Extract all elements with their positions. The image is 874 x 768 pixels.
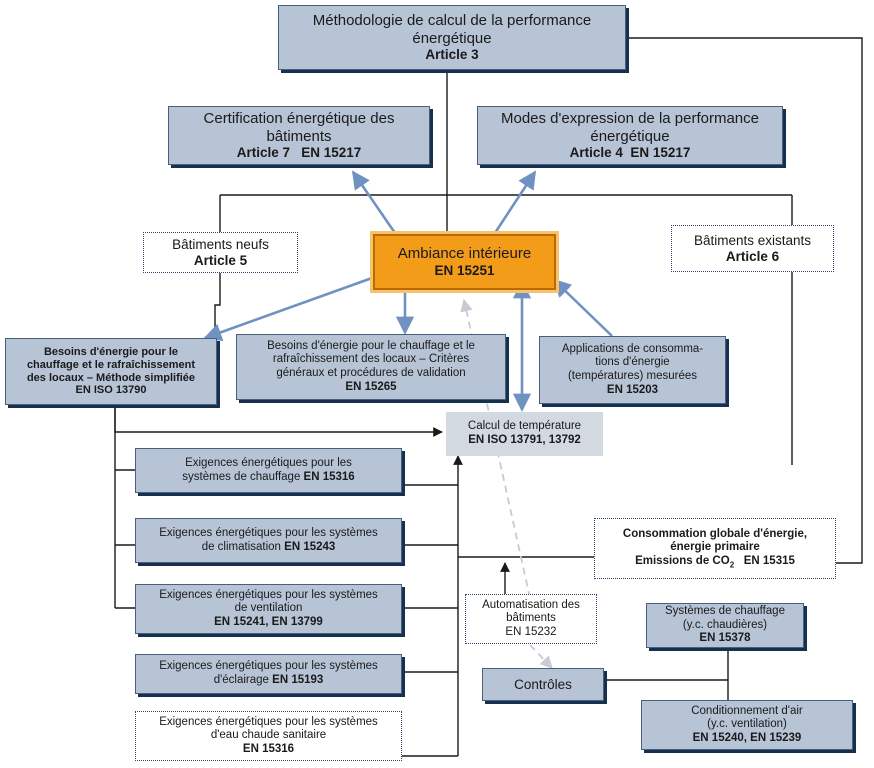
calcul-line1: Calcul de température xyxy=(467,420,582,433)
climatisation-line2: de climatisation xyxy=(201,540,281,553)
applications-ref: EN 15203 xyxy=(606,383,659,396)
ventilation-line2: de ventilation xyxy=(234,602,303,615)
line-article3-to-consommation xyxy=(625,37,863,564)
consommation-ref: EN 15315 xyxy=(743,554,795,567)
methodologie-ref: Article 3 xyxy=(425,47,479,63)
box-certification: Certification énergétique des bâtiments … xyxy=(168,106,430,165)
conditionnement-line1: Conditionnement d'air xyxy=(691,704,803,717)
applications-line1: Applications de consomma- xyxy=(561,342,704,355)
methodologie-line2: énergétique xyxy=(412,29,492,47)
arrow-ambiance-to-certification xyxy=(351,170,397,234)
climatisation-line2-wrap: de climatisation EN 15243 xyxy=(202,541,336,555)
box-controles: Contrôles xyxy=(482,668,604,701)
besoins-simplifie-ref: EN ISO 13790 xyxy=(75,384,147,397)
arrow-ambiance-to-besoins-simplifie xyxy=(203,276,373,342)
dark-arrows xyxy=(114,405,510,598)
consommation-line3-wrap: Emissions de CO2 EN 15315 xyxy=(635,555,795,570)
line-neufs-to-besoins xyxy=(214,273,221,338)
eau-chaude-line1: Exigences énergétiques pour les systèmes xyxy=(159,715,378,728)
box-exigences-ventilation: Exigences énergétiques pour les systèmes… xyxy=(135,584,402,634)
dashed-arrow-to-controles xyxy=(529,644,553,669)
modes-line2: énergétique xyxy=(590,127,670,145)
automatisation-ref: EN 15232 xyxy=(505,625,557,638)
eclairage-line2-wrap: d'éclairage EN 15193 xyxy=(214,674,324,688)
consommation-line2: énergie primaire xyxy=(670,541,760,554)
box-applications: Applications de consomma- tions d'énergi… xyxy=(539,336,726,404)
consommation-co2-sub: 2 xyxy=(729,559,735,569)
besoins-simplifie-line3: des locaux – Méthode simplifiée xyxy=(26,371,196,384)
climatisation-line1: Exigences énergétiques pour les systèmes xyxy=(159,526,378,539)
neufs-line1: Bâtiments neufs xyxy=(172,236,269,252)
arrow-besoins-to-calcul xyxy=(114,405,443,437)
blue-arrows xyxy=(203,170,613,412)
automatisation-line2: bâtiments xyxy=(506,612,556,625)
consommation-line3: Emissions de CO xyxy=(635,554,730,567)
certification-line1: Certification énergétique des xyxy=(203,109,395,127)
systemes-chauffage-line1: Systèmes de chauffage xyxy=(665,605,785,618)
conditionnement-line2: (y.c. ventilation) xyxy=(707,718,787,731)
box-calcul-temperature: Calcul de température EN ISO 13791, 1379… xyxy=(446,412,603,456)
automatisation-line1: Automatisation des xyxy=(482,598,580,611)
box-batiments-existants: Bâtiments existants Article 6 xyxy=(671,225,834,272)
chauffage-ref: EN 15316 xyxy=(303,470,355,483)
systemes-chauffage-line2: (y.c. chaudières) xyxy=(682,618,768,631)
consommation-line1: Consommation globale d'énergie, xyxy=(622,527,808,540)
besoins-criteres-line2: rafraîchissement des locaux – Critères xyxy=(272,353,470,366)
box-exigences-climatisation: Exigences énergétiques pour les systèmes… xyxy=(135,518,402,563)
box-systemes-chauffage: Systèmes de chauffage (y.c. chaudières) … xyxy=(646,603,804,648)
besoins-criteres-line1: Besoins d'énergie pour le chauffage et l… xyxy=(267,339,475,352)
besoins-simplifie-line2: chauffage et le rafraîchissement xyxy=(26,358,196,371)
box-besoins-simplifie: Besoins d'énergie pour le chauffage et l… xyxy=(5,338,217,405)
applications-line2: tions d'énergie xyxy=(595,356,670,369)
box-exigences-chauffage: Exigences énergétiques pour les systèmes… xyxy=(135,448,402,493)
controles-label: Contrôles xyxy=(514,676,572,692)
box-exigences-eau-chaude: Exigences énergétiques pour les systèmes… xyxy=(135,711,402,761)
box-ambiance-interieure: Ambiance intérieure EN 15251 xyxy=(373,234,556,290)
arrow-applications-to-ambiance xyxy=(552,278,613,337)
modes-ref: Article 4 EN 15217 xyxy=(569,145,691,161)
besoins-criteres-ref: EN 15265 xyxy=(345,380,397,393)
chauffage-line2-wrap: systèmes de chauffage EN 15316 xyxy=(182,471,354,485)
box-consommation-globale: Consommation globale d'énergie, énergie … xyxy=(594,518,836,579)
besoins-criteres-line3: généraux et procédures de validation xyxy=(276,367,466,379)
calcul-ref: EN ISO 13791, 13792 xyxy=(468,434,581,446)
box-conditionnement: Conditionnement d'air (y.c. ventilation)… xyxy=(641,700,853,750)
existants-line1: Bâtiments existants xyxy=(693,232,812,248)
climatisation-ref: EN 15243 xyxy=(284,540,336,553)
applications-line3: (températures) mesurées xyxy=(567,370,698,382)
eau-chaude-line2: d'eau chaude sanitaire xyxy=(210,729,327,742)
chauffage-line2: systèmes de chauffage xyxy=(182,470,301,483)
box-batiments-neufs: Bâtiments neufs Article 5 xyxy=(143,232,298,273)
dark-connectors xyxy=(114,37,863,757)
chauffage-line1: Exigences énergétiques pour les xyxy=(185,456,352,469)
eclairage-ref: EN 15193 xyxy=(272,674,324,686)
ambiance-ref: EN 15251 xyxy=(434,262,495,278)
systemes-chauffage-ref: EN 15378 xyxy=(699,632,751,645)
ventilation-line1: Exigences énergétiques pour les systèmes xyxy=(159,588,378,601)
existants-ref: Article 6 xyxy=(725,248,780,264)
arrow-ambiance-to-modes xyxy=(493,170,537,234)
certification-line2: bâtiments xyxy=(266,127,332,145)
eclairage-line1: Exigences énergétiques pour les systèmes xyxy=(159,660,378,673)
eau-chaude-ref: EN 15316 xyxy=(242,742,295,755)
box-exigences-eclairage: Exigences énergétiques pour les systèmes… xyxy=(135,654,402,694)
box-methodologie: Méthodologie de calcul de la performance… xyxy=(278,5,626,70)
conditionnement-ref: EN 15240, EN 15239 xyxy=(692,731,802,744)
box-automatisation: Automatisation des bâtiments EN 15232 xyxy=(465,594,597,644)
modes-line1: Modes d'expression de la performance xyxy=(500,109,759,127)
ambiance-line1: Ambiance intérieure xyxy=(397,245,532,263)
methodologie-line1: Méthodologie de calcul de la performance xyxy=(312,11,592,29)
ventilation-ref: EN 15241, EN 13799 xyxy=(214,615,323,628)
box-besoins-criteres: Besoins d'énergie pour le chauffage et l… xyxy=(236,334,506,400)
besoins-simplifie-line1: Besoins d'énergie pour le xyxy=(43,345,179,358)
eclairage-line2: d'éclairage xyxy=(213,674,269,686)
box-modes: Modes d'expression de la performance éne… xyxy=(477,106,783,165)
neufs-ref: Article 5 xyxy=(193,252,248,268)
certification-ref: Article 7 EN 15217 xyxy=(236,145,362,161)
